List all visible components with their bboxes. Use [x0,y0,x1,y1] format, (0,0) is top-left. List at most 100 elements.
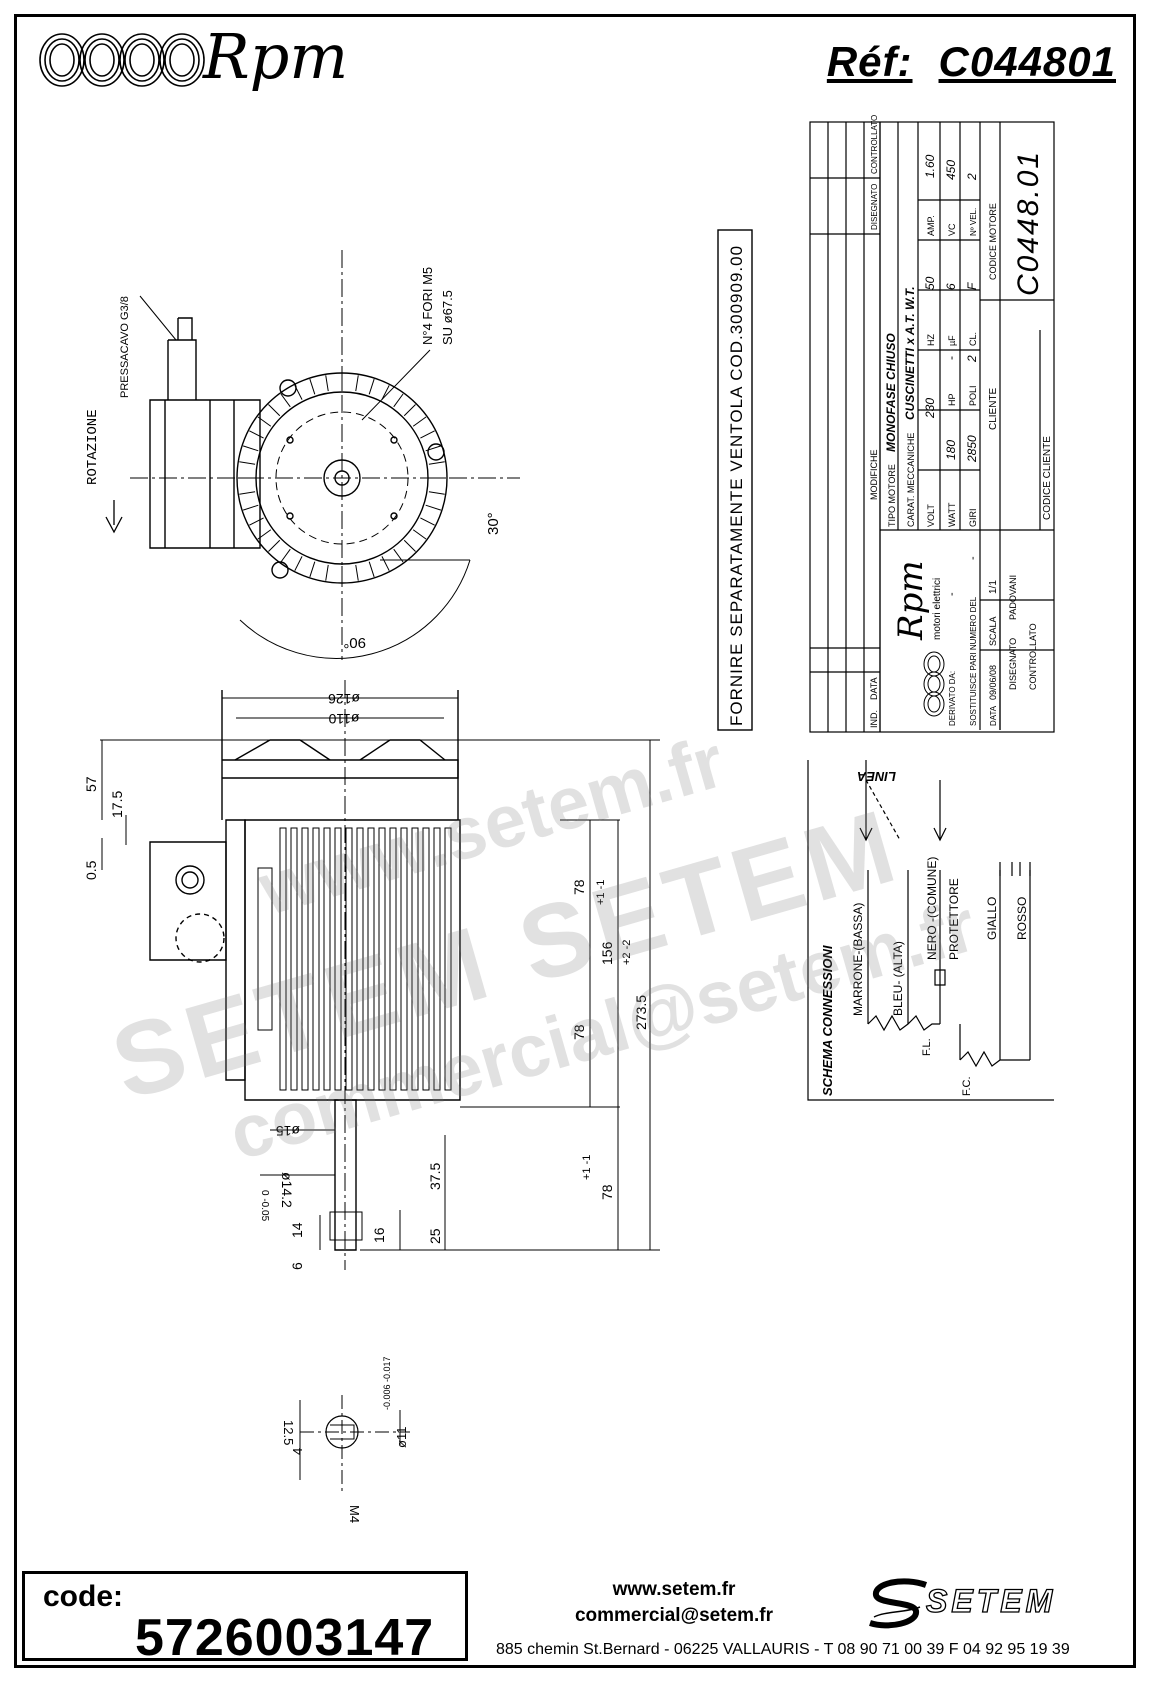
fin-line [239,491,256,495]
tb-disegnato-label: DISEGNATO [1008,638,1018,690]
side-fins [279,827,452,1091]
wiring-schema [807,760,1054,1101]
tb-tipo-label: TIPO MOTORE [887,464,897,527]
tb-controllato-label: CONTROLLATO [1028,623,1038,690]
side-fin [356,827,364,1091]
tb-vc-value: 450 [944,160,958,180]
tb-carat-label: CARAT. MECCANICHE [906,433,916,527]
title-block [809,121,1055,733]
side-fin [400,827,408,1091]
dim-m4: M4 [347,1505,362,1523]
side-fin [367,827,375,1091]
fin-line [309,561,316,578]
shaft-section [299,1395,410,1495]
tb-nvel-label: Nº VEL. [969,208,978,236]
tb-uf-label: µF [947,335,957,346]
side-fin [389,827,397,1091]
tb-scala-label: SCALA [988,616,998,646]
dim-78-low: 78 [599,1184,615,1200]
tb-disegnato-value: PADOVANI [1008,575,1018,620]
fin-line [355,564,359,581]
rpm-small-logo-icon [923,651,945,717]
fin-line [325,564,329,581]
tb-watt-value: 180 [944,440,958,460]
dim-0-5: 0.5 [83,860,99,880]
tb-col-controllato: CONTROLLATO [870,115,879,174]
tb-codice-motore-value: C0448.01 [1012,150,1045,296]
side-fin [323,827,331,1091]
dim-273-5: 273.5 [633,995,649,1030]
setem-logo-text: SETEM [925,1582,1057,1619]
fin-line [420,517,435,526]
fin-line [425,504,442,511]
drawing-sheet [14,14,1136,1668]
dim-6: 6 [289,1262,305,1270]
tb-poli-value: 2 [965,355,979,363]
end-view [130,250,520,660]
fin-line [294,385,303,400]
fin-line [425,445,442,452]
dim-17-5: 17.5 [109,791,125,818]
fin-line [368,378,375,395]
fan-note: FORNIRE SEPARATAMENTE VENTOLA COD.300909… [727,245,746,726]
angle-30: 30° [485,512,502,535]
fin-line [239,461,256,465]
tb-hp-label: HP [947,393,957,406]
tb-codice-motore-label: CODICE MOTORE [988,203,998,280]
tb-hp-value: - [944,356,958,360]
brand-name: Rpm [203,20,349,93]
gland-label: PRESSACAVO G3/8 [119,296,131,398]
reference: Réf: C044801 [827,38,1116,86]
fin-line [412,529,427,540]
fin-line [412,416,427,427]
dim-57: 57 [83,776,99,792]
tb-volt-label: VOLT [926,504,936,527]
fin-line [403,404,416,417]
tb-hz-label: HZ [926,334,936,346]
tb-cliente-label: CLIENTE [988,387,999,430]
ref-value: C044801 [938,38,1116,85]
side-fin [334,827,342,1091]
tb-giri-label: GIRI [968,508,978,527]
contact-block: www.setem.fr commercial@setem.fr [494,1577,854,1629]
rotation-label: ROTAZIONE [85,409,101,485]
fin-line [249,517,264,526]
fin-line [309,378,316,395]
fin-line [280,548,291,563]
tb-hz-value: 50 [923,276,937,290]
fin-line [428,461,445,465]
tb-brand: Rpm [891,560,931,641]
code-label: code: [43,1580,124,1613]
cooling-fins [238,374,446,582]
tb-carat-value: CUSCINETTI x A.T. W.T. [903,286,917,420]
dim-tol-156: +2 -2 [621,940,633,965]
dim-16: 16 [371,1227,387,1243]
tb-cl-label: CL. [968,332,978,346]
dim-14: 14 [289,1222,305,1238]
side-fin [422,827,430,1091]
tb-col-modifiche: MODIFICHE [869,450,879,501]
wire-marrone: MARRONE-(BASSA) [851,903,865,1016]
wire-giallo: GIALLO [985,897,999,940]
side-fin [290,827,298,1091]
tb-vc-label: VC [947,223,957,236]
angle-90: 90° [343,634,366,651]
fin-line [249,430,264,439]
dim-25: 25 [427,1228,443,1244]
ref-label: Réf: [826,38,913,85]
schema-linea: LINEA [857,769,896,784]
dim-14-2: ø14.2 [279,1172,295,1208]
tb-col-disegnato: DISEGNATO [870,184,879,230]
dim-126: ø126 [328,691,360,707]
wire-nero: NERO -(COMUNE) [925,857,939,960]
side-fin [279,827,287,1091]
label-fc: F.C. [961,1076,973,1096]
tb-nvel-value: 2 [965,173,979,181]
tb-scala-value: 1/1 [988,580,999,594]
email-link[interactable]: commercial@setem.fr [574,1605,774,1626]
fin-line [325,375,329,392]
tb-brand-sub: motori elettrici [932,578,943,640]
website-link[interactable]: www.setem.fr [612,1579,736,1600]
fin-line [368,561,375,578]
